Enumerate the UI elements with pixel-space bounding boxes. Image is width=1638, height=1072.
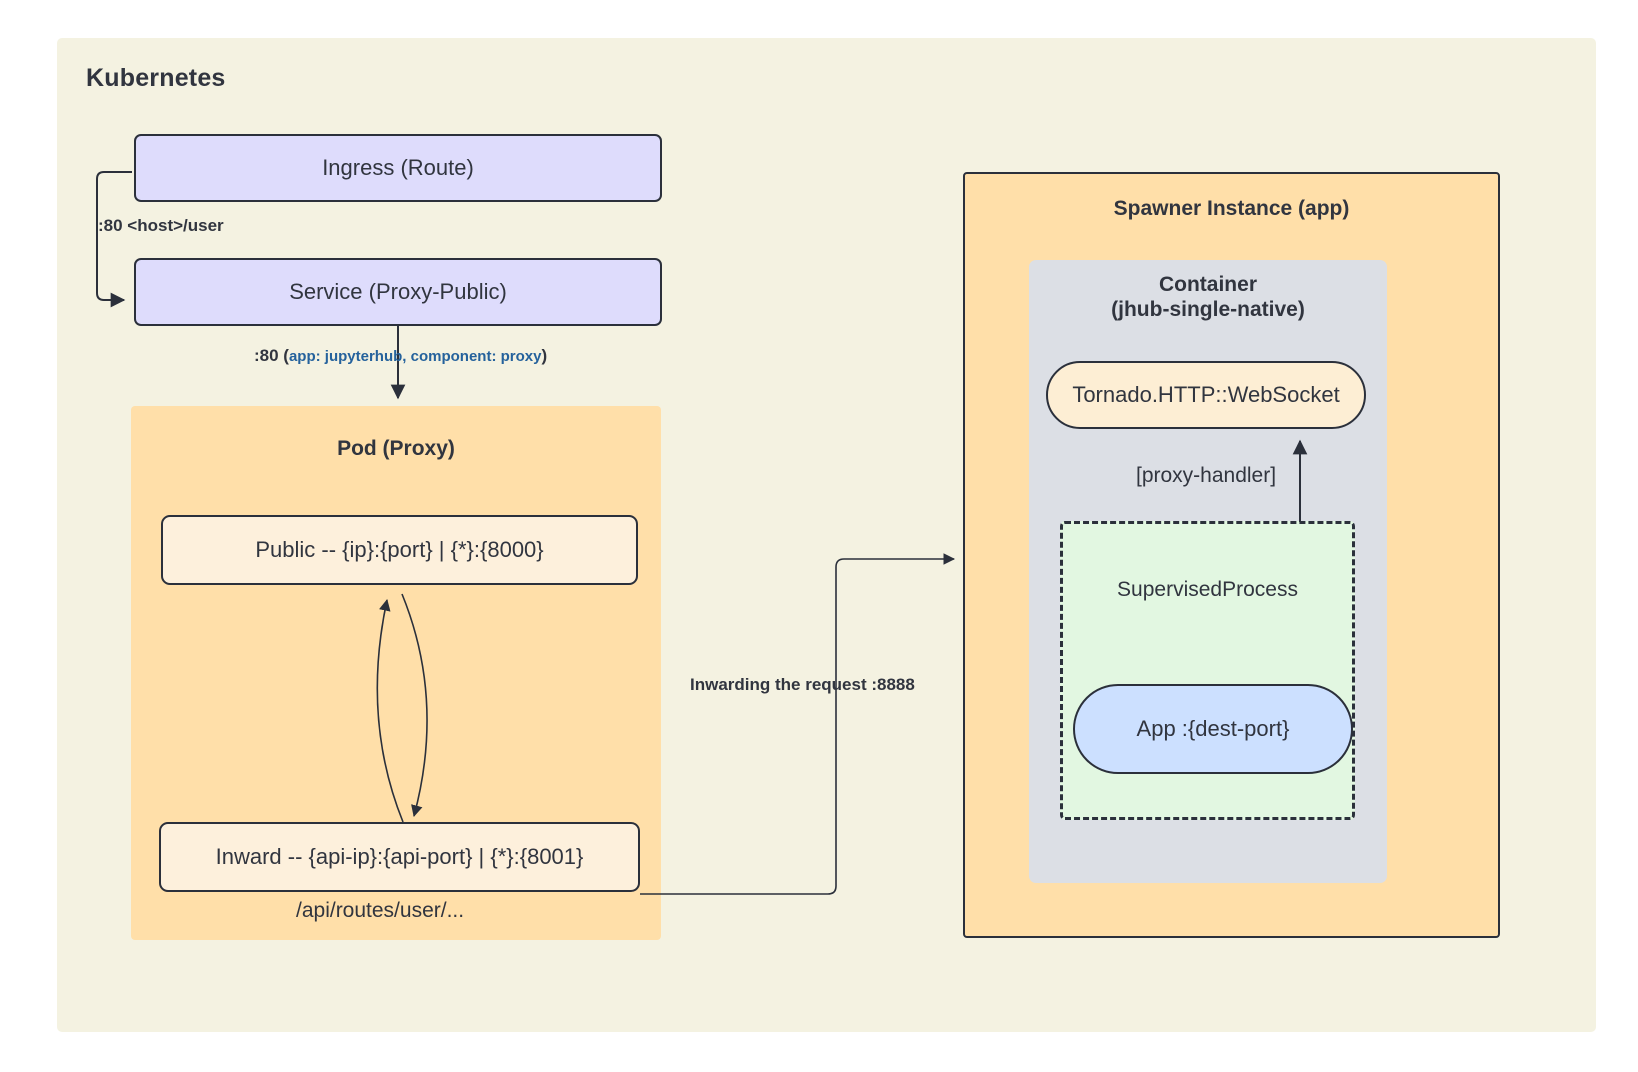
- edge-label-proxy-handler: [proxy-handler]: [1136, 464, 1277, 487]
- inward-api-route-caption: /api/routes/user/...: [296, 899, 465, 922]
- edge-label-service-port: :80 (: [254, 346, 289, 365]
- group-container-title-line2: (jhub-single-native): [1111, 298, 1305, 321]
- node-inward[interactable]: Inward -- {api-ip}:{api-port} | {*}:{800…: [159, 822, 640, 892]
- edge-label-inward-to-spawner: Inwarding the request :8888: [690, 675, 915, 694]
- node-tornado-websocket-label: Tornado.HTTP::WebSocket: [1072, 382, 1340, 407]
- node-app-label: App :{dest-port}: [1136, 716, 1290, 741]
- node-inward-label: Inward -- {api-ip}:{api-port} | {*}:{800…: [215, 844, 584, 869]
- group-container-title-line1: Container: [1158, 273, 1257, 296]
- node-tornado-websocket[interactable]: Tornado.HTTP::WebSocket: [1046, 361, 1366, 429]
- node-app[interactable]: App :{dest-port}: [1073, 684, 1353, 774]
- group-pod-proxy-title: Pod (Proxy): [337, 437, 455, 460]
- edge-label-ingress-to-service: :80 <host>/user: [98, 216, 224, 235]
- group-supervised-process: [1060, 521, 1355, 820]
- group-spawner-instance-title: Spawner Instance (app): [1113, 197, 1350, 220]
- node-service[interactable]: Service (Proxy-Public): [134, 258, 662, 326]
- node-service-label: Service (Proxy-Public): [289, 279, 507, 304]
- node-public-label: Public -- {ip}:{port} | {*}:{8000}: [255, 537, 544, 562]
- edge-label-service-tail: ): [541, 346, 548, 365]
- node-ingress[interactable]: Ingress (Route): [134, 134, 662, 202]
- group-kubernetes-title: Kubernetes: [86, 64, 226, 92]
- node-public[interactable]: Public -- {ip}:{port} | {*}:{8000}: [161, 515, 638, 585]
- supervised-process-label: SupervisedProcess: [1117, 578, 1298, 601]
- edge-label-service-to-pod: :80 (app: jupyterhub, component: proxy): [254, 346, 547, 366]
- edge-label-service-selector: app: jupyterhub, component: proxy: [288, 348, 542, 365]
- node-ingress-label: Ingress (Route): [322, 155, 474, 180]
